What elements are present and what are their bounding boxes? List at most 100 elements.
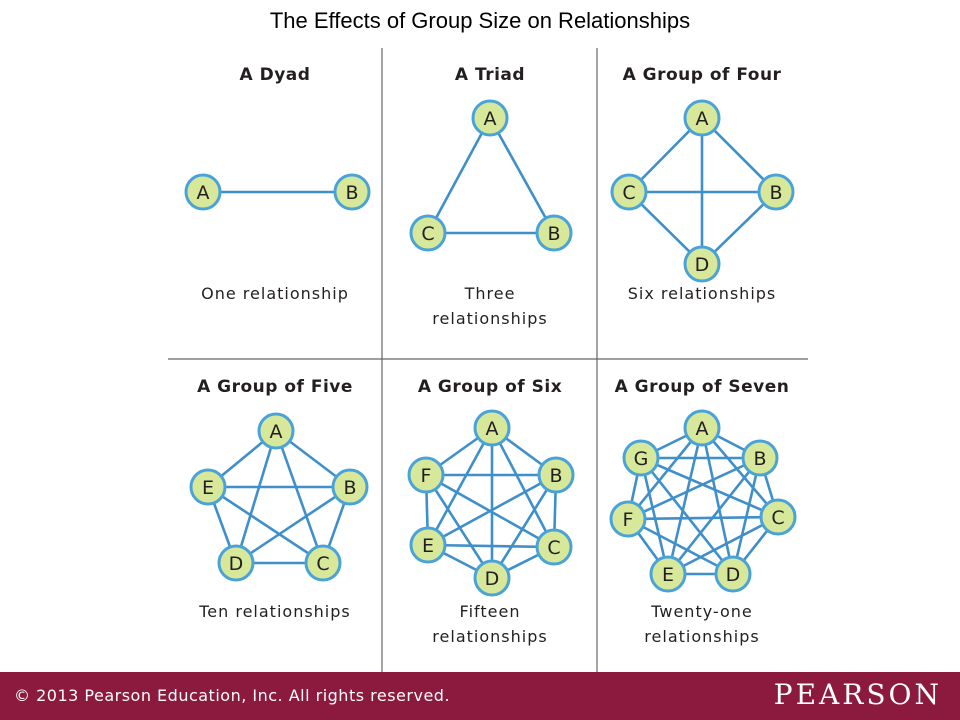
- relationship-line: [667, 515, 779, 576]
- relationship-line: [425, 473, 555, 549]
- page-title: The Effects of Group Size on Relationshi…: [269, 8, 691, 33]
- relationship-line: [666, 457, 762, 575]
- person-node-e: E: [409, 526, 447, 564]
- relationship-line: [666, 427, 704, 575]
- person-node-c: C: [759, 498, 797, 536]
- node-label: A: [484, 108, 497, 130]
- node-circle: [535, 528, 573, 566]
- panel-title: A Triad: [455, 65, 525, 85]
- node-circle: [471, 99, 509, 137]
- relationship-lines: [628, 117, 777, 265]
- node-label: C: [421, 223, 434, 245]
- panel-caption: Three: [464, 284, 516, 303]
- relationship-line: [627, 456, 761, 521]
- person-node-d: D: [217, 544, 255, 582]
- node-label: C: [771, 507, 784, 529]
- person-node-d: D: [473, 559, 511, 597]
- person-node-f: F: [407, 456, 445, 494]
- node-label: D: [485, 568, 500, 590]
- node-circle: [184, 173, 222, 211]
- panel-caption: relationships: [432, 627, 547, 646]
- relationship-line: [701, 427, 779, 518]
- person-node-a: A: [683, 99, 721, 137]
- relationship-line: [490, 427, 556, 548]
- person-node-e: E: [649, 555, 687, 593]
- node-circle: [741, 439, 779, 477]
- person-node-a: A: [683, 409, 721, 447]
- footer-bar: © 2013 Pearson Education, Inc. All right…: [0, 672, 960, 720]
- relationship-line: [626, 427, 704, 520]
- node-label: D: [726, 564, 741, 586]
- node-label: B: [547, 223, 560, 245]
- node-label: B: [345, 182, 358, 204]
- node-circle: [407, 456, 445, 494]
- panel-title: A Group of Four: [623, 65, 782, 85]
- relationship-line: [627, 517, 734, 576]
- node-label: A: [197, 182, 210, 204]
- relationship-line: [490, 474, 558, 579]
- panel-title: A Group of Five: [197, 377, 353, 397]
- node-circle: [683, 409, 721, 447]
- node-label: D: [695, 254, 710, 276]
- node-label: A: [486, 418, 499, 440]
- node-label: E: [422, 535, 434, 557]
- node-label: B: [343, 477, 356, 499]
- panel-caption: One relationship: [201, 284, 349, 303]
- node-circle: [683, 245, 721, 283]
- person-node-e: E: [189, 468, 227, 506]
- person-node-c: C: [535, 528, 573, 566]
- relationship-line: [700, 427, 735, 575]
- panel-title: A Group of Seven: [615, 377, 790, 397]
- person-node-a: A: [473, 409, 511, 447]
- node-circle: [189, 468, 227, 506]
- node-label: F: [421, 465, 432, 487]
- node-label: E: [202, 477, 214, 499]
- node-circle: [304, 544, 342, 582]
- relationship-line: [731, 457, 762, 575]
- relationship-line: [234, 430, 278, 564]
- person-node-b: B: [331, 468, 369, 506]
- relationship-lines: [424, 426, 558, 580]
- node-circle: [759, 498, 797, 536]
- relationship-line: [207, 485, 324, 565]
- person-node-b: B: [333, 173, 371, 211]
- panel-caption: Fifteen: [460, 602, 521, 621]
- panel-title: A Dyad: [240, 65, 311, 85]
- node-label: D: [229, 553, 244, 575]
- panel-title: A Group of Six: [418, 377, 562, 397]
- relationship-lines: [426, 117, 556, 235]
- relationship-line: [488, 117, 556, 234]
- person-node-d: D: [714, 555, 752, 593]
- node-label: C: [316, 553, 329, 575]
- person-node-f: F: [609, 500, 647, 538]
- relationship-line: [427, 473, 557, 547]
- person-node-b: B: [741, 439, 779, 477]
- node-circle: [331, 468, 369, 506]
- node-label: G: [634, 448, 649, 470]
- node-label: C: [622, 182, 635, 204]
- node-circle: [535, 214, 573, 252]
- node-circle: [622, 439, 660, 477]
- person-node-g: G: [622, 439, 660, 477]
- node-label: A: [270, 421, 283, 443]
- person-node-b: B: [757, 173, 795, 211]
- node-circle: [473, 559, 511, 597]
- node-circle: [333, 173, 371, 211]
- node-label: C: [547, 537, 560, 559]
- node-label: B: [549, 465, 562, 487]
- node-circle: [409, 526, 447, 564]
- panel-caption: relationships: [432, 309, 547, 328]
- panel-caption: Twenty-one: [650, 602, 753, 621]
- node-circle: [257, 412, 295, 450]
- node-circle: [649, 555, 687, 593]
- relationship-line: [427, 543, 555, 549]
- node-label: B: [769, 182, 782, 204]
- person-node-c: C: [304, 544, 342, 582]
- person-node-b: B: [535, 214, 573, 252]
- node-circle: [409, 214, 447, 252]
